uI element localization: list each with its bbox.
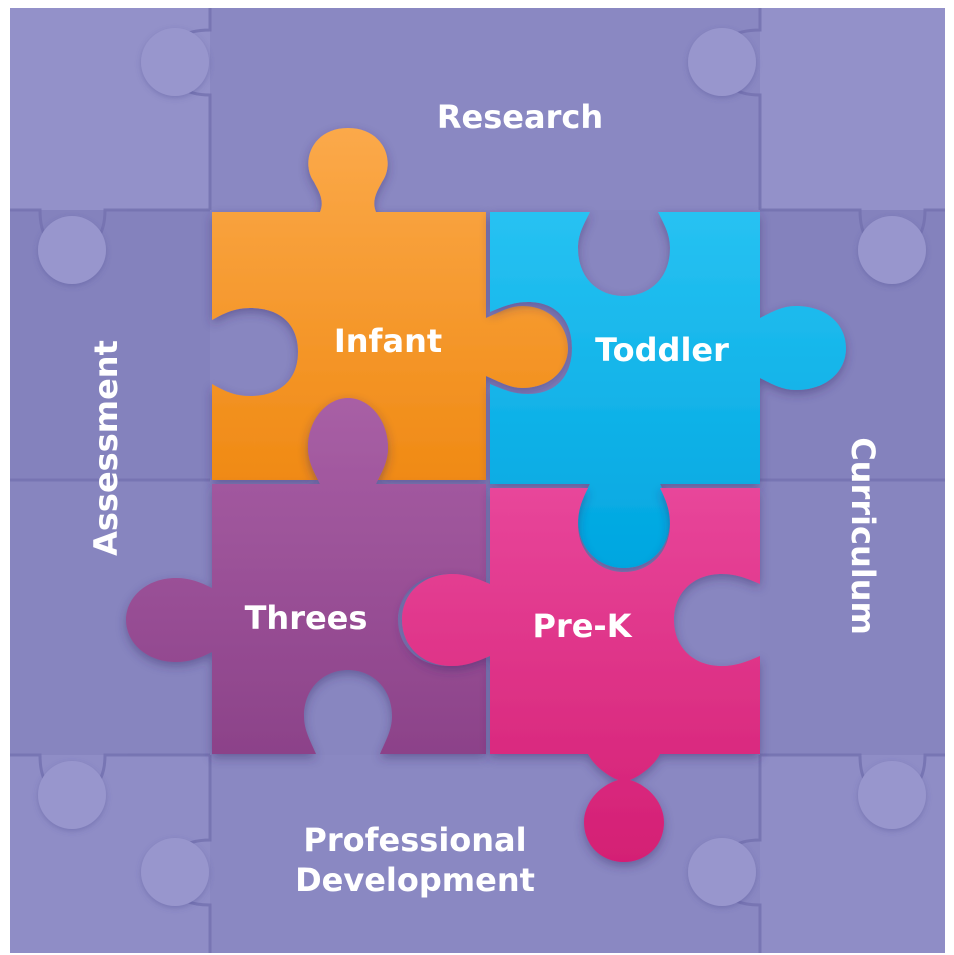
toddler-label: Toddler — [595, 331, 729, 369]
frame-knob-lower-right — [688, 838, 756, 906]
frame-knob-bottom-right — [858, 761, 926, 829]
infant-piece — [212, 128, 568, 480]
research-label: Research — [437, 98, 603, 136]
frame-knob-right — [858, 216, 926, 284]
toddler-piece — [490, 212, 846, 568]
threes-label: Threes — [245, 599, 368, 637]
frame-knob-bottom-left — [38, 761, 106, 829]
frame-labels: Research Assessment Curriculum Professio… — [87, 98, 882, 899]
prek-label: Pre-K — [532, 607, 632, 645]
frame-tile-top-right — [760, 8, 945, 210]
frame-knob-top-left — [141, 28, 209, 96]
assessment-label: Assessment — [87, 340, 125, 556]
piece-labels: Infant Toddler Threes Pre-K — [245, 322, 730, 645]
professional-development-label-line2: Development — [295, 861, 535, 899]
frame-tile-right-lower — [760, 480, 945, 755]
frame-knob-left — [38, 216, 106, 284]
frame-knobs — [38, 28, 926, 906]
curriculum-label: Curriculum — [844, 437, 882, 635]
frame-knob-lower-left — [141, 838, 209, 906]
frame-tile-top — [210, 8, 760, 210]
frame — [10, 8, 945, 953]
frame-tile-bottom — [210, 755, 760, 953]
infant-label: Infant — [334, 322, 442, 360]
frame-knob-top-right — [688, 28, 756, 96]
professional-development-label-line1: Professional — [303, 821, 526, 859]
prek-piece — [402, 488, 760, 862]
threes-piece — [126, 398, 486, 754]
